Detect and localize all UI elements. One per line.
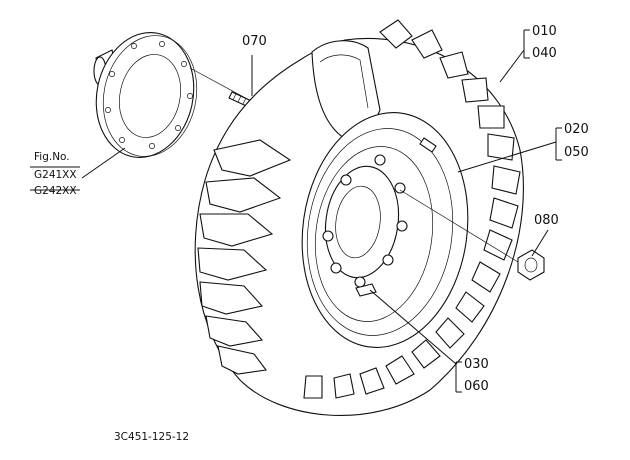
wheel-rim[interactable] [287,102,482,359]
callout-070: 070 [242,34,267,49]
fig-ref-leader [81,147,126,179]
fig-ref-code-2: G242XX [34,185,77,197]
callout-050: 050 [564,145,589,160]
fig-ref-title: Fig.No. [34,151,70,163]
drawing-number: 3C451-125-12 [114,431,189,443]
wheel-nut-080[interactable] [517,249,545,281]
leader-030-060 [369,289,462,393]
nut-axis-line [399,189,519,263]
leader-010-040 [499,29,530,83]
callout-040: 040 [532,46,557,61]
leader-020-050 [457,127,562,173]
callout-010: 010 [532,24,557,39]
callout-030: 030 [464,357,489,372]
callout-020: 020 [564,122,589,137]
valve-stem-030[interactable] [355,283,377,297]
callout-060: 060 [464,379,489,394]
fig-ref-code-1: G241XX [34,169,77,181]
fig-ref-bracket [30,166,80,191]
callout-080: 080 [534,213,559,228]
hub-flange[interactable] [85,23,208,166]
leader-080 [531,229,549,257]
